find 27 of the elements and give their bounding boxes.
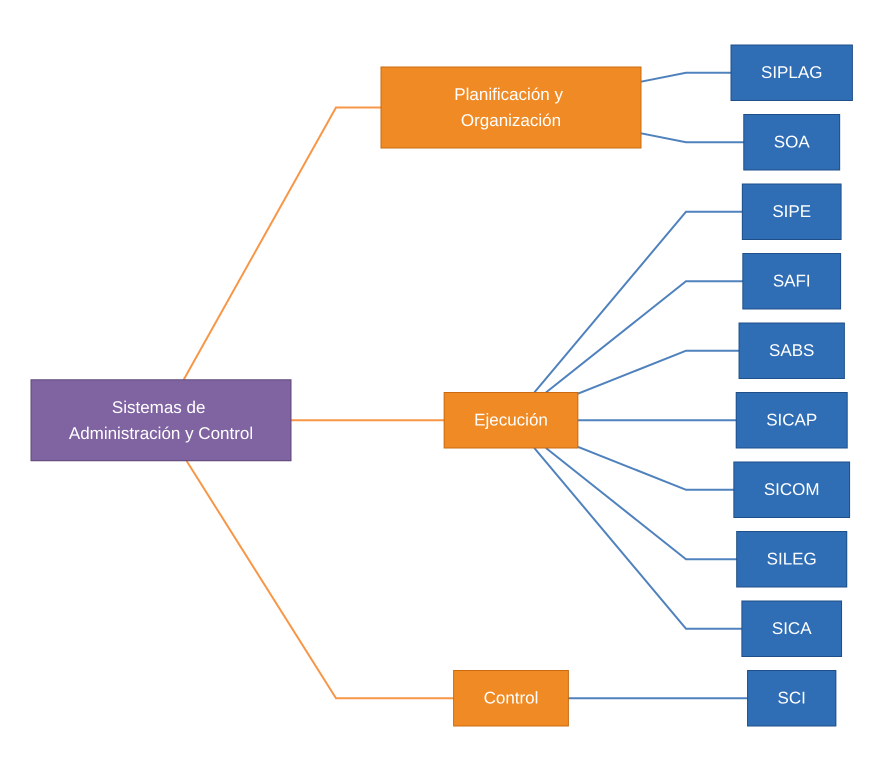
connector <box>291 419 444 422</box>
node-box: SCI <box>747 670 837 726</box>
node-box: Planificación y Organización <box>380 66 642 148</box>
connector <box>534 210 743 394</box>
connector <box>568 697 748 700</box>
connector <box>183 106 382 380</box>
node-box: SIPE <box>742 184 842 240</box>
connector <box>641 72 732 83</box>
connector <box>578 350 740 395</box>
node-box: SIPLAG <box>730 44 854 101</box>
node-box: SICOM <box>734 462 850 518</box>
connector <box>578 446 734 491</box>
node-box: SOA <box>744 114 840 170</box>
node-box: SICAP <box>736 392 848 448</box>
node-box: SILEG <box>736 531 848 588</box>
node-box: SAFI <box>742 253 842 310</box>
node-box: Control <box>453 670 570 726</box>
connector <box>546 280 744 394</box>
node-box: Ejecución <box>444 392 579 448</box>
connector <box>534 447 742 630</box>
connector <box>578 419 736 422</box>
node-box: SICA <box>742 600 842 657</box>
connector <box>186 460 454 700</box>
node-box: SABS <box>738 322 846 379</box>
connector <box>641 132 744 144</box>
connector <box>546 447 737 560</box>
node-box: Sistemas de Administración y Control <box>30 379 292 462</box>
